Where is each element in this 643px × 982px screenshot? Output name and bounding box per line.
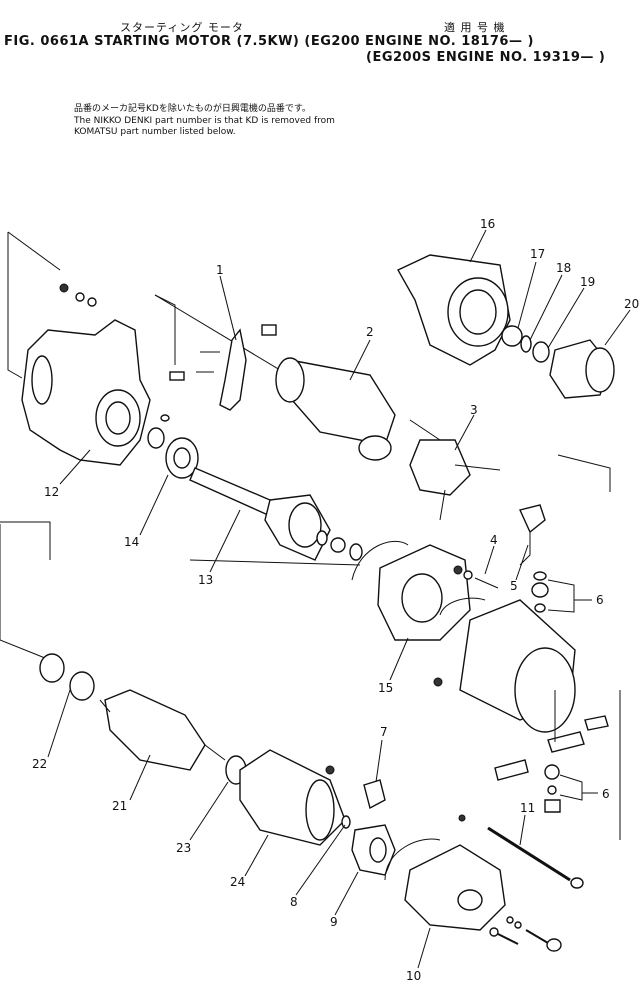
- callout-7: 7: [380, 725, 388, 739]
- callout-3: 3: [470, 403, 478, 417]
- drive-housing-12: [21, 283, 170, 466]
- note-line2: KOMATSU part number listed below.: [74, 127, 236, 137]
- through-bolt-11: [487, 826, 584, 952]
- callout-9: 9: [330, 915, 338, 929]
- callout-14: 14: [124, 535, 139, 549]
- figure-title: FIG. 0661A STARTING MOTOR (7.5KW) (EG200…: [4, 34, 534, 49]
- switch-assembly-3: [409, 419, 501, 521]
- yoke: [433, 597, 576, 733]
- callout-24: 24: [230, 875, 245, 889]
- callout-6-upper: 6: [596, 593, 604, 607]
- callout-17: 17: [530, 247, 545, 261]
- shift-lever-1: [169, 324, 277, 411]
- leader-lines: [47, 229, 631, 969]
- callout-22: 22: [32, 757, 47, 771]
- insulator-strips: [494, 690, 609, 781]
- bearing-14: [147, 427, 199, 479]
- callout-5: 5: [510, 579, 518, 593]
- note-japanese: 品番のメーカ記号KDを除いたものが日興電機の品番です。: [74, 104, 311, 114]
- clutch-13: [189, 467, 363, 561]
- callout-15: 15: [378, 681, 393, 695]
- callout-1: 1: [216, 263, 224, 277]
- callout-12: 12: [44, 485, 59, 499]
- callout-19: 19: [580, 275, 595, 289]
- callout-10: 10: [406, 969, 421, 982]
- callout-6-lower: 6: [602, 787, 610, 801]
- callout-2: 2: [366, 325, 374, 339]
- callout-11: 11: [520, 801, 535, 815]
- callout-23: 23: [176, 841, 191, 855]
- bracket-15: [351, 540, 471, 641]
- front-parts-17-20: [501, 325, 615, 399]
- callout-4: 4: [490, 533, 498, 547]
- brush-holder-24: [239, 749, 346, 846]
- bearing-22: [39, 653, 95, 701]
- end-cover-10: [384, 814, 506, 931]
- callout-18: 18: [556, 261, 571, 275]
- japanese-title: スターティング モータ: [120, 21, 244, 34]
- callout-20: 20: [624, 297, 639, 311]
- armature-21: [99, 689, 226, 771]
- solenoid-2: [275, 357, 396, 461]
- callout-16: 16: [480, 217, 495, 231]
- front-housing-16: [397, 254, 511, 366]
- callouts: 1 2 3 4 5 6 6 7 8 9 10 11 12 13 14 15 16…: [32, 217, 639, 982]
- japanese-applicable-label: 適 用 号 機: [444, 21, 506, 34]
- figure-title-line2: (EG200S ENGINE NO. 19319— ): [366, 50, 606, 65]
- callout-21: 21: [112, 799, 127, 813]
- hardware-4-5-6: [453, 504, 561, 813]
- callout-8: 8: [290, 895, 298, 909]
- note-line1: The NIKKO DENKI part number is that KD i…: [74, 116, 335, 126]
- callout-13: 13: [198, 573, 213, 587]
